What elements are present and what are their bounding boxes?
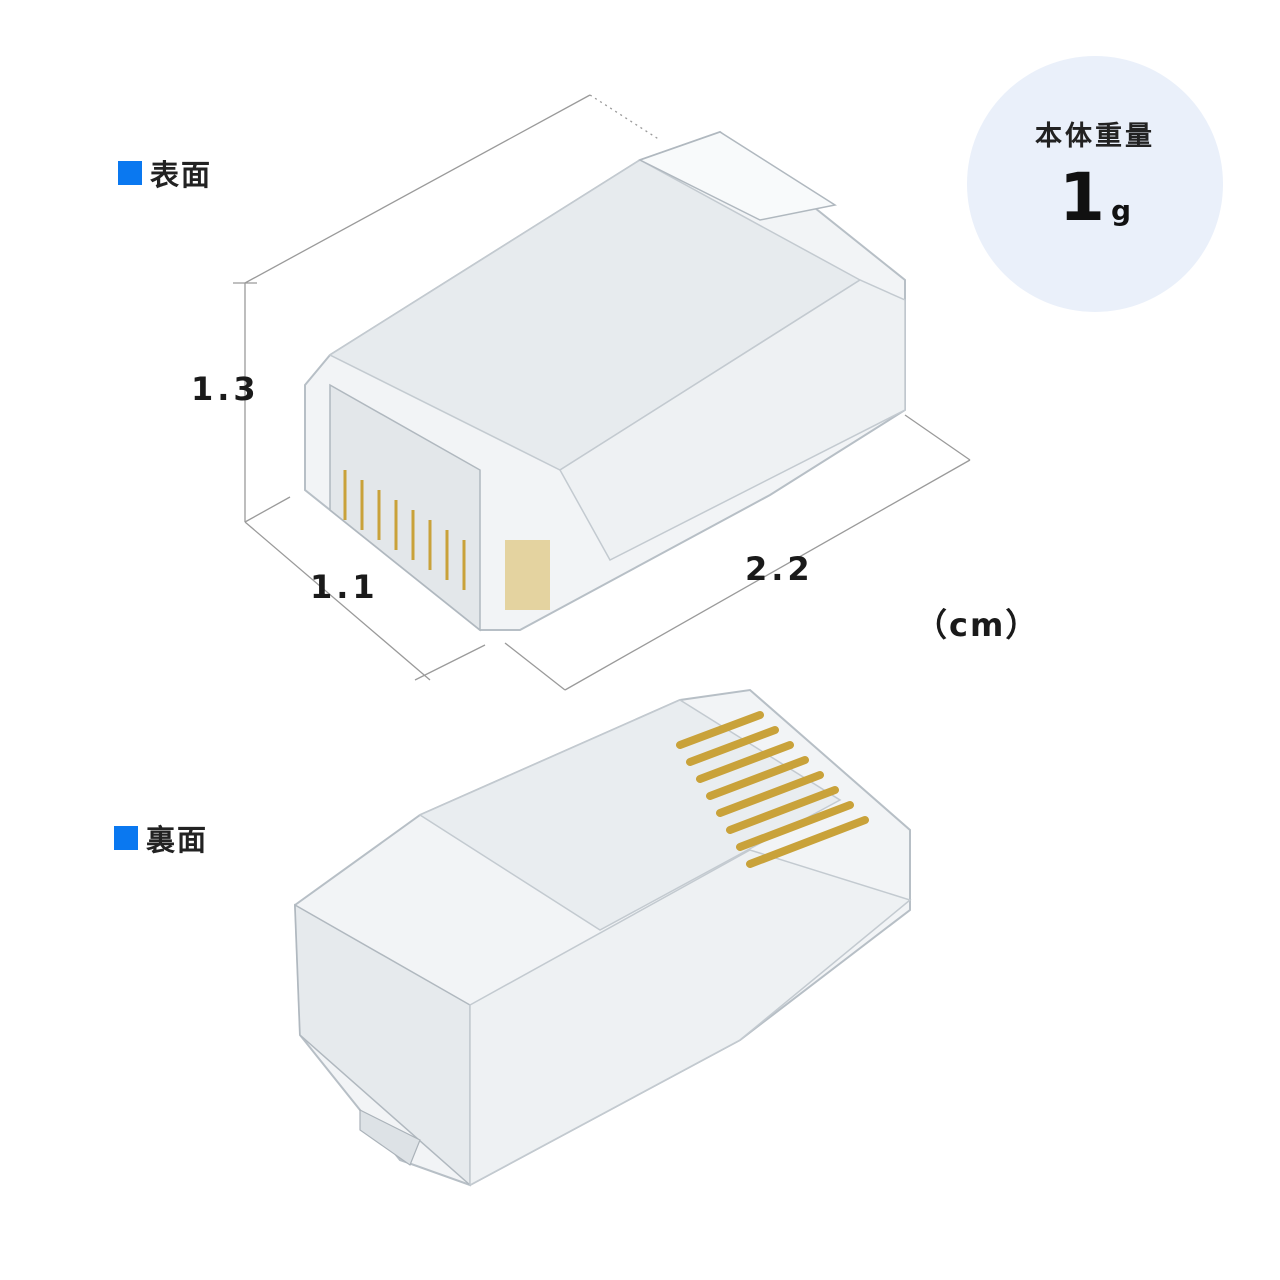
dimension-unit: （cm） (915, 606, 1040, 644)
back-label-marker-icon (114, 826, 138, 850)
weight-badge: 本体重量 1 g (967, 56, 1223, 312)
front-label-marker-icon (118, 161, 142, 185)
weight-unit: g (1110, 194, 1131, 227)
weight-title: 本体重量 (1035, 121, 1155, 152)
dimension-lines (233, 94, 971, 691)
front-connector-image (304, 130, 906, 632)
back-label: 裏面 (114, 817, 208, 859)
dimension-width: 1.1 (310, 568, 379, 606)
dimension-length: 2.2 (745, 550, 814, 588)
front-label-text: 表面 (150, 158, 213, 192)
back-connector-image (293, 688, 912, 1187)
dimension-height: 1.3 (191, 370, 260, 408)
front-label: 表面 (118, 152, 212, 194)
weight-value-group: 1 g (1059, 159, 1131, 236)
back-label-text: 裏面 (146, 823, 209, 857)
weight-value: 1 (1059, 159, 1105, 236)
